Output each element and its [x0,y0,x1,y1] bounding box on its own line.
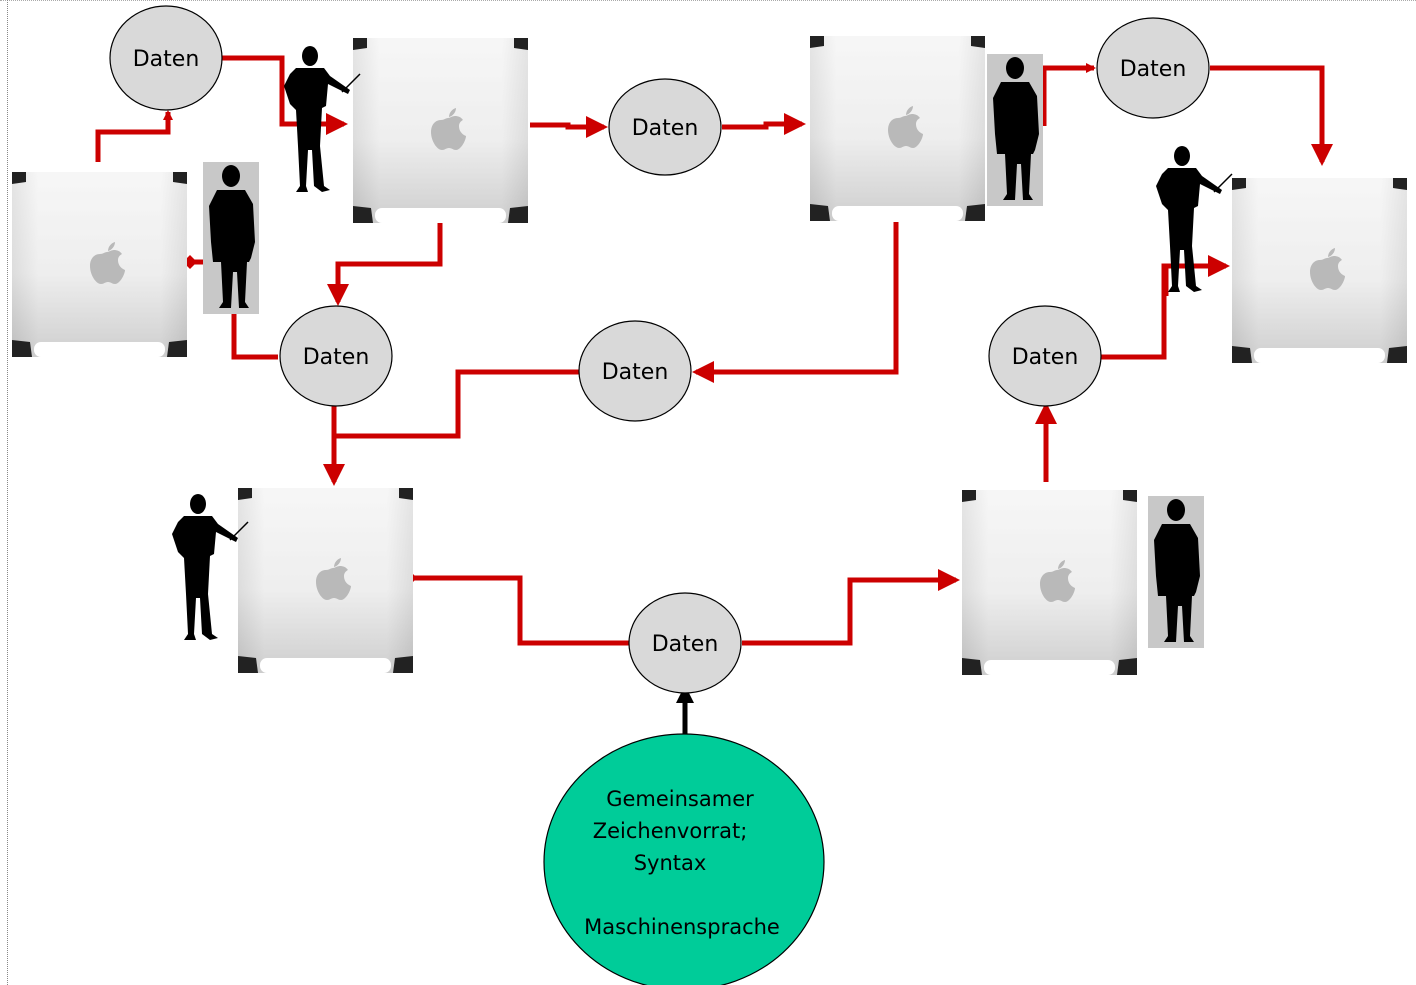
person-5-icon [171,493,249,641]
connector-c1-d1 [95,110,173,162]
data-node-7: Daten [628,592,742,694]
person-6-icon [1148,496,1204,648]
data-node-6-label: Daten [1012,345,1079,370]
connector-c3-d2 [1041,63,1096,126]
data-node-1: Daten [109,5,223,111]
connector-d6-c4 [1100,255,1230,360]
connector-d7-c6 [742,569,960,646]
data-node-3: Daten [608,78,722,176]
computer-2-icon [353,38,528,223]
connector-c2-d4 [327,222,443,306]
data-node-2: Daten [1096,17,1210,119]
left-dotted-border [7,0,8,985]
top-border [0,0,1416,1]
common-base-node: Gemeinsamer Zeichenvorrat; Syntax Maschi… [543,733,825,985]
common-base-line-2: Zeichenvorrat; [593,819,748,843]
data-node-6: Daten [988,305,1102,407]
connector-d3-c3 [722,113,806,135]
computer-6-icon [962,490,1137,675]
person-2-icon [283,45,361,193]
computer-5-icon [238,488,413,673]
computer-1-icon [12,172,187,357]
data-node-2-label: Daten [1120,57,1187,82]
common-base-line-1: Gemeinsamer [606,787,754,811]
common-base-line-5: Maschinensprache [584,915,780,939]
connector-c2-d3 [530,116,608,138]
common-base-line-3: Syntax [634,851,707,875]
connector-d2-c4 [1210,65,1333,166]
connector-d5-c5 [334,369,580,439]
connector-c3-d5 [692,222,899,383]
computer-4-icon [1232,178,1407,363]
data-node-7-label: Daten [652,632,719,657]
data-node-1-label: Daten [133,47,200,72]
person-3-icon [987,54,1043,206]
data-node-4: Daten [279,305,393,407]
data-node-5: Daten [578,320,692,422]
person-1-icon [203,162,259,314]
connector-d7-c5 [403,571,630,646]
computer-3-icon [810,36,985,221]
data-node-5-label: Daten [602,360,669,385]
data-node-3-label: Daten [632,116,699,141]
data-node-4-label: Daten [303,345,370,370]
